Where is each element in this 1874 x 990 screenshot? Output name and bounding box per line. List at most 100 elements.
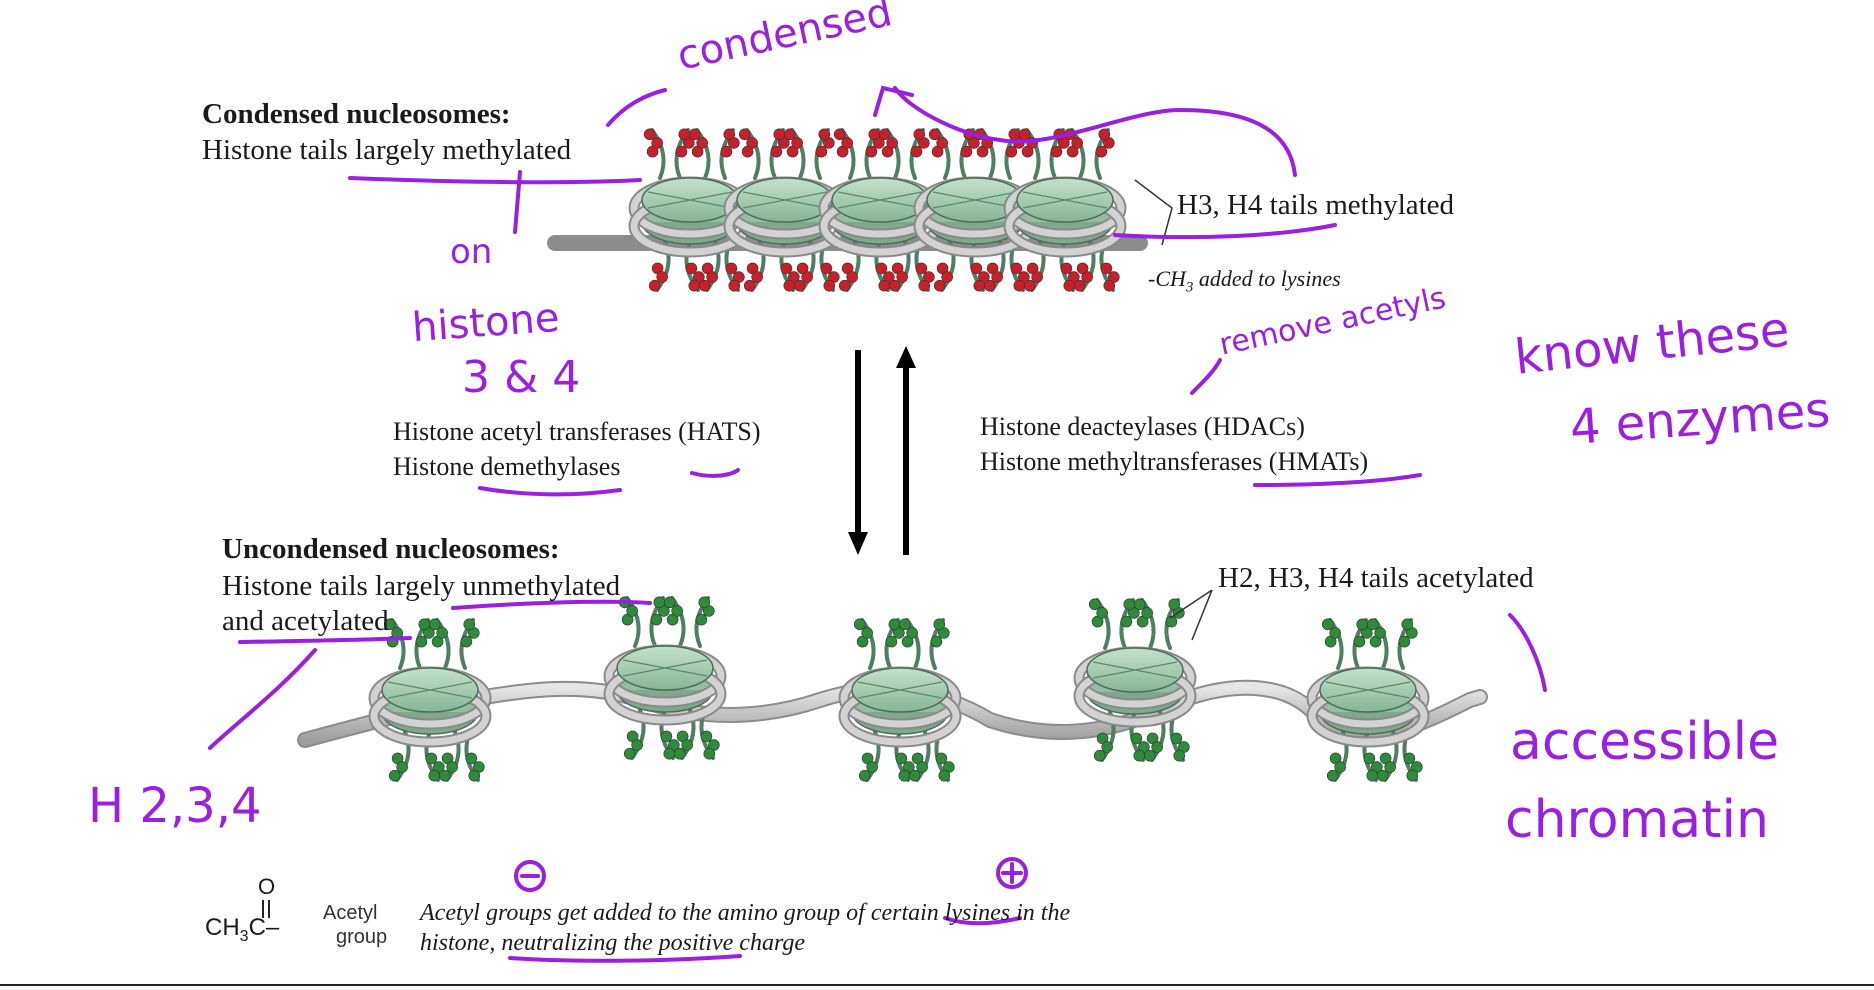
tail-modification-dot	[895, 752, 908, 765]
tail-modification-dot	[700, 730, 713, 743]
tail-modification-dot	[933, 618, 946, 631]
tail-modification-dot	[938, 769, 951, 782]
tail-modification-dot	[631, 739, 643, 751]
tail-modification-dot	[1088, 598, 1101, 611]
hw-three-four: 3 & 4	[462, 352, 581, 403]
tail-modification-dot	[1101, 741, 1113, 753]
tail-modification-dot	[1326, 769, 1339, 782]
tail-modification-dot	[868, 128, 881, 141]
tail-modification-dot	[656, 271, 668, 283]
uncondensed-line2: and acetylated	[222, 605, 389, 637]
tail-modification-dot	[793, 279, 806, 292]
tail-modification-dot	[783, 128, 796, 141]
tail-modification-dot	[1170, 732, 1183, 745]
tail-modification-dot	[660, 730, 673, 743]
tail-modification-dot	[815, 145, 828, 158]
histone-octamer-divider	[387, 681, 473, 699]
acetyl-label-line1: Acetyl	[323, 902, 378, 924]
tail-modification-dot	[906, 627, 918, 639]
tail-modification-dot	[935, 752, 948, 765]
uncondensed-nucleosome-1	[368, 618, 492, 782]
acetyl-note-line1: Acetyl groups get added to the amino gro…	[420, 900, 1071, 926]
tail-modification-dot	[858, 769, 871, 782]
acetyl-structure-bonds	[262, 900, 270, 918]
tail-modification-dot	[913, 128, 926, 141]
uncondensed-nucleosome-2	[603, 596, 727, 760]
tail-modification-dot	[1095, 145, 1108, 158]
tail-modification-dot	[773, 128, 786, 141]
uncondensed-nucleosome-3	[838, 618, 962, 782]
tail-modification-dot	[1098, 128, 1111, 141]
tail-modification-dot	[663, 747, 676, 760]
tail-modification-dot	[698, 279, 711, 292]
tail-modification-dot	[1356, 618, 1369, 631]
formula-ch: CH	[205, 914, 240, 941]
tail-modification-dot	[650, 613, 663, 626]
tail-modification-dot	[1060, 262, 1073, 275]
tail-modification-dot	[878, 279, 891, 292]
tail-modification-dot	[1403, 752, 1416, 765]
tail-modification-dot	[446, 761, 458, 773]
tail-modification-dot	[1130, 732, 1143, 745]
histone-octamer-divider	[1092, 661, 1178, 679]
histone-octamer-divider	[622, 659, 708, 677]
tail-modification-dot	[1063, 279, 1076, 292]
tail-modification-dot	[1168, 598, 1181, 611]
tail-modification-dot	[780, 262, 793, 275]
tail-modification-dot	[671, 605, 683, 617]
tail-modification-dot	[1141, 607, 1153, 619]
tail-modification-dot	[820, 262, 833, 275]
tail-modification-dot	[1023, 279, 1036, 292]
tail-modification-dot	[653, 596, 666, 609]
tail-modification-dot	[1384, 761, 1396, 773]
histone-octamer-divider	[647, 191, 733, 209]
tail-modification-dot	[626, 605, 638, 617]
tail-modification-dot	[1398, 635, 1411, 648]
tail-modification-dot	[651, 137, 663, 149]
tail-modification-dot	[1008, 128, 1021, 141]
uncondensed-nucleosome-array	[368, 596, 1430, 782]
tail-modification-dot	[1010, 262, 1023, 275]
tail-modification-dot	[723, 128, 736, 141]
tail-modification-dot	[1329, 627, 1341, 639]
acetylated-tails-label: H2, H3, H4 tails acetylated	[1218, 562, 1534, 594]
tail-modification-dot	[1334, 761, 1346, 773]
tail-modification-dot	[428, 769, 441, 782]
tail-modification-dot	[1376, 769, 1389, 782]
tail-modification-dot	[643, 128, 656, 141]
methylated-tails-label: H3, H4 tails methylated	[1177, 189, 1455, 221]
tail-modification-dot	[801, 271, 813, 283]
enzyme-demethylases: Histone demethylases	[393, 452, 621, 481]
tail-modification-dot	[823, 279, 836, 292]
tail-modification-dot	[728, 279, 741, 292]
tail-modification-dot	[673, 747, 686, 760]
tail-modification-dot	[941, 271, 953, 283]
tail-modification-dot	[878, 128, 891, 141]
tail-modification-dot	[1031, 271, 1043, 283]
tail-modification-dot	[908, 769, 921, 782]
acetyl-note-line2: histone, neutralizing the positive charg…	[420, 930, 806, 956]
tail-modification-dot	[1013, 279, 1026, 292]
tail-modification-dot	[1133, 598, 1146, 611]
tail-modification-dot	[770, 145, 783, 158]
histone-octamer-divider	[1022, 191, 1108, 209]
tail-modification-dot	[688, 128, 701, 141]
tail-modification-dot	[991, 271, 1003, 283]
tail-modification-dot	[928, 128, 941, 141]
tail-modification-dot	[898, 618, 911, 631]
tail-modification-dot	[1321, 618, 1334, 631]
tail-modification-dot	[388, 769, 401, 782]
tail-modification-dot	[1173, 749, 1186, 762]
acetyl-formula: CH3C–	[205, 914, 279, 946]
tail-modification-dot	[1363, 752, 1376, 765]
condensed-subtitle: Histone tails largely methylated	[202, 134, 572, 166]
tail-modification-dot	[1120, 615, 1133, 628]
tail-modification-dot	[896, 271, 908, 283]
tail-modification-dot	[898, 769, 911, 782]
tail-modification-dot	[698, 596, 711, 609]
histone-octamer-divider	[857, 681, 943, 699]
tail-modification-dot	[783, 279, 796, 292]
tail-modification-dot	[738, 128, 751, 141]
tail-modification-dot	[1123, 598, 1136, 611]
handwritten-annotation-strokes	[208, 85, 1547, 963]
